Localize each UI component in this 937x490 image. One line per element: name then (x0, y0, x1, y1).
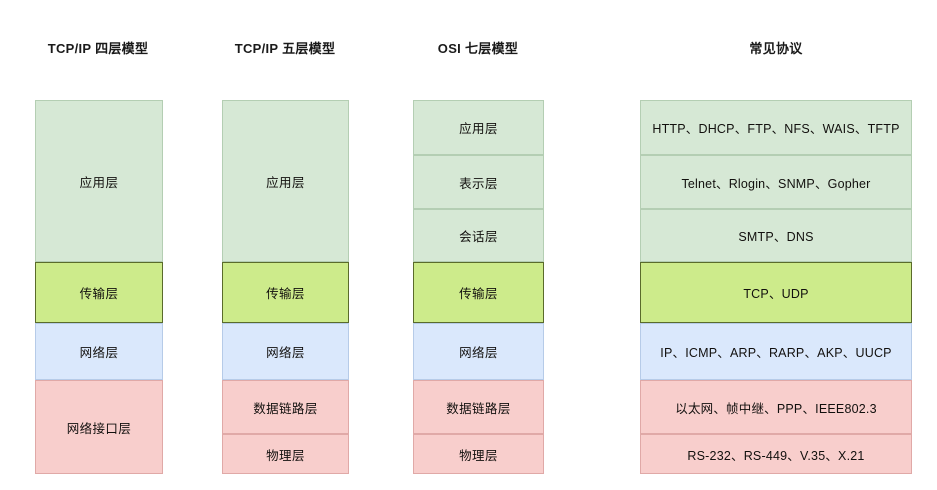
layer-box-tcpip-5-4: 物理层 (222, 434, 349, 474)
layer-box-osi-7-6: 物理层 (413, 434, 544, 474)
column-title-osi-7: OSI 七层模型 (437, 41, 519, 56)
column-title-protocols: 常见协议 (749, 41, 803, 56)
layer-box-tcpip-4-0: 应用层 (35, 100, 163, 262)
layer-box-osi-7-2: 会话层 (413, 209, 544, 262)
protocol-row-protocols-3: TCP、UDP (640, 262, 912, 323)
layer-box-osi-7-4: 网络层 (413, 323, 544, 380)
layer-box-tcpip-5-0: 应用层 (222, 100, 349, 262)
layer-box-osi-7-5: 数据链路层 (413, 380, 544, 434)
protocol-row-protocols-5: 以太网、帧中继、PPP、IEEE802.3 (640, 380, 912, 434)
protocol-row-protocols-2: SMTP、DNS (640, 209, 912, 262)
layer-box-tcpip-4-2: 网络层 (35, 323, 163, 380)
layer-box-tcpip-5-3: 数据链路层 (222, 380, 349, 434)
layer-box-tcpip-5-1: 传输层 (222, 262, 349, 323)
protocol-row-protocols-4: IP、ICMP、ARP、RARP、AKP、UUCP (640, 323, 912, 380)
layer-box-tcpip-5-2: 网络层 (222, 323, 349, 380)
protocol-row-protocols-0: HTTP、DHCP、FTP、NFS、WAIS、TFTP (640, 100, 912, 155)
column-title-tcpip-5: TCP/IP 五层模型 (234, 41, 336, 56)
protocol-row-protocols-1: Telnet、Rlogin、SNMP、Gopher (640, 155, 912, 209)
layer-box-osi-7-1: 表示层 (413, 155, 544, 209)
layer-box-osi-7-0: 应用层 (413, 100, 544, 155)
layer-box-osi-7-3: 传输层 (413, 262, 544, 323)
layer-box-tcpip-4-1: 传输层 (35, 262, 163, 323)
column-title-tcpip-4: TCP/IP 四层模型 (47, 41, 149, 56)
protocol-row-protocols-6: RS-232、RS-449、V.35、X.21 (640, 434, 912, 474)
layer-box-tcpip-4-3: 网络接口层 (35, 380, 163, 474)
